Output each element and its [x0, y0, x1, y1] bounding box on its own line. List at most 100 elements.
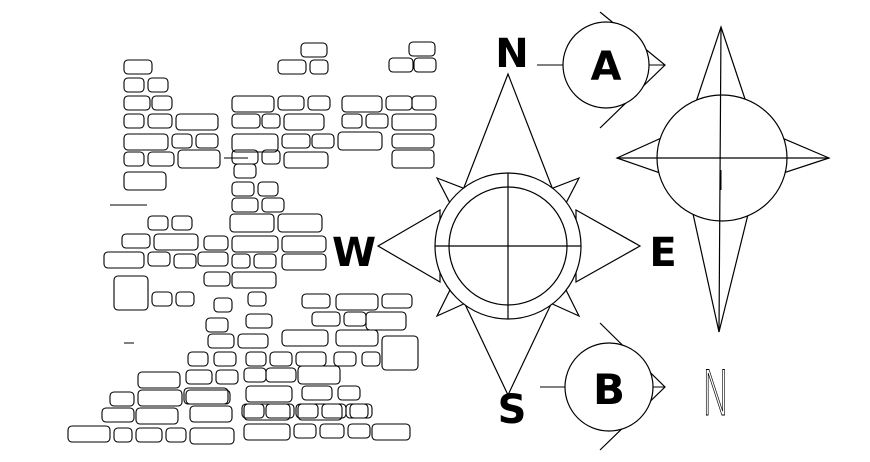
paving-stone	[101, 407, 135, 423]
paving-stone	[197, 251, 229, 267]
paving-stone	[408, 41, 436, 57]
paving-stone	[388, 57, 414, 73]
compass-label-west: W	[332, 230, 376, 276]
paving-stone	[203, 271, 231, 287]
paving-stone	[245, 351, 267, 367]
paving-stone	[265, 367, 297, 383]
paving-stone	[243, 403, 291, 421]
paving-stone	[343, 311, 367, 327]
section-marker-b: B	[540, 322, 666, 451]
paving-stone	[245, 385, 293, 403]
paving-stone	[173, 253, 197, 269]
paving-stone	[171, 133, 193, 149]
paving-stone	[215, 369, 239, 385]
paving-stone	[361, 351, 381, 367]
paving-stone	[171, 215, 193, 231]
paving-stone	[243, 423, 291, 441]
paving-stone	[371, 423, 411, 441]
compass-diamond-vertical	[718, 26, 722, 333]
paving-stone	[297, 365, 341, 385]
paving-stone	[293, 423, 317, 439]
paving-stone	[233, 163, 257, 179]
compass-point-west	[376, 208, 441, 284]
paving-stone	[277, 95, 305, 111]
paving-stone	[231, 95, 275, 113]
paving-stone	[345, 403, 369, 419]
compass-diamond	[615, 25, 831, 333]
paving-stone	[195, 133, 219, 149]
paving-stone	[123, 133, 169, 151]
paving-stone	[335, 329, 379, 347]
paving-stone	[121, 233, 151, 249]
paving-stone	[123, 77, 145, 93]
paving-stone	[283, 113, 325, 131]
paving-stone	[231, 253, 251, 269]
paving-stone	[231, 133, 279, 153]
paving-stone	[349, 403, 373, 419]
paving-stone	[213, 297, 233, 313]
paving-stone	[151, 291, 173, 307]
paving-stone	[237, 333, 269, 349]
section-marker-a: A	[537, 11, 666, 129]
compass-point-east	[575, 208, 642, 284]
paving-stone	[253, 253, 277, 269]
paving-stone	[381, 335, 419, 371]
paving-stone	[301, 293, 331, 309]
paving-stone	[231, 181, 255, 197]
paving-stone	[231, 235, 279, 253]
paving-stone	[147, 151, 175, 167]
paving-stone	[151, 95, 173, 111]
paving-stone	[231, 197, 259, 213]
paving-stone	[365, 113, 389, 129]
paving-stone	[113, 275, 149, 311]
paving-stone	[241, 403, 265, 419]
paving-stone	[385, 95, 413, 111]
paving-stone	[113, 427, 133, 443]
paving-stone	[411, 95, 437, 111]
compass-label-north: N	[495, 31, 528, 77]
paving-stone	[135, 407, 179, 425]
paving-stone	[123, 59, 153, 75]
paving-stone	[265, 403, 295, 419]
paving-stone	[295, 351, 327, 367]
paving-stone	[309, 59, 329, 75]
paving-stone	[311, 133, 335, 149]
paving-stone	[123, 113, 145, 129]
paving-stone	[333, 351, 357, 367]
marker-b-label: B	[593, 365, 625, 414]
north-sign-label: N	[702, 359, 731, 431]
paving-stone	[281, 329, 329, 347]
paving-stone	[391, 113, 437, 131]
paving-stone	[365, 311, 407, 331]
paving-stone	[231, 271, 277, 289]
paving-stone	[185, 389, 231, 405]
paving-stone	[301, 385, 333, 401]
stone-paving-pattern	[67, 41, 437, 445]
paving-stone	[109, 391, 135, 407]
paving-stone	[307, 95, 331, 111]
paving-stone	[319, 423, 345, 439]
paving-stone	[300, 42, 328, 58]
paving-stone	[243, 367, 267, 383]
paving-stone	[311, 311, 341, 327]
paving-stone	[391, 149, 435, 169]
paving-stone	[337, 131, 383, 151]
paving-stone	[187, 351, 209, 367]
paving-stone	[347, 423, 371, 439]
paving-stone	[67, 425, 111, 443]
paving-stone	[177, 149, 221, 169]
paving-stone	[147, 77, 169, 93]
paving-stone	[123, 171, 167, 191]
paving-stone	[245, 313, 273, 329]
paving-stone	[281, 253, 327, 271]
marker-a-label: A	[591, 44, 622, 90]
paving-stone	[277, 59, 307, 75]
paving-stone	[153, 233, 199, 251]
paving-stone	[335, 293, 379, 311]
paving-stone	[175, 291, 195, 307]
paving-stone	[231, 113, 261, 129]
paving-stone	[123, 95, 151, 111]
paving-stone	[413, 57, 437, 73]
paving-stone	[381, 293, 413, 309]
compass-rose	[376, 72, 642, 397]
